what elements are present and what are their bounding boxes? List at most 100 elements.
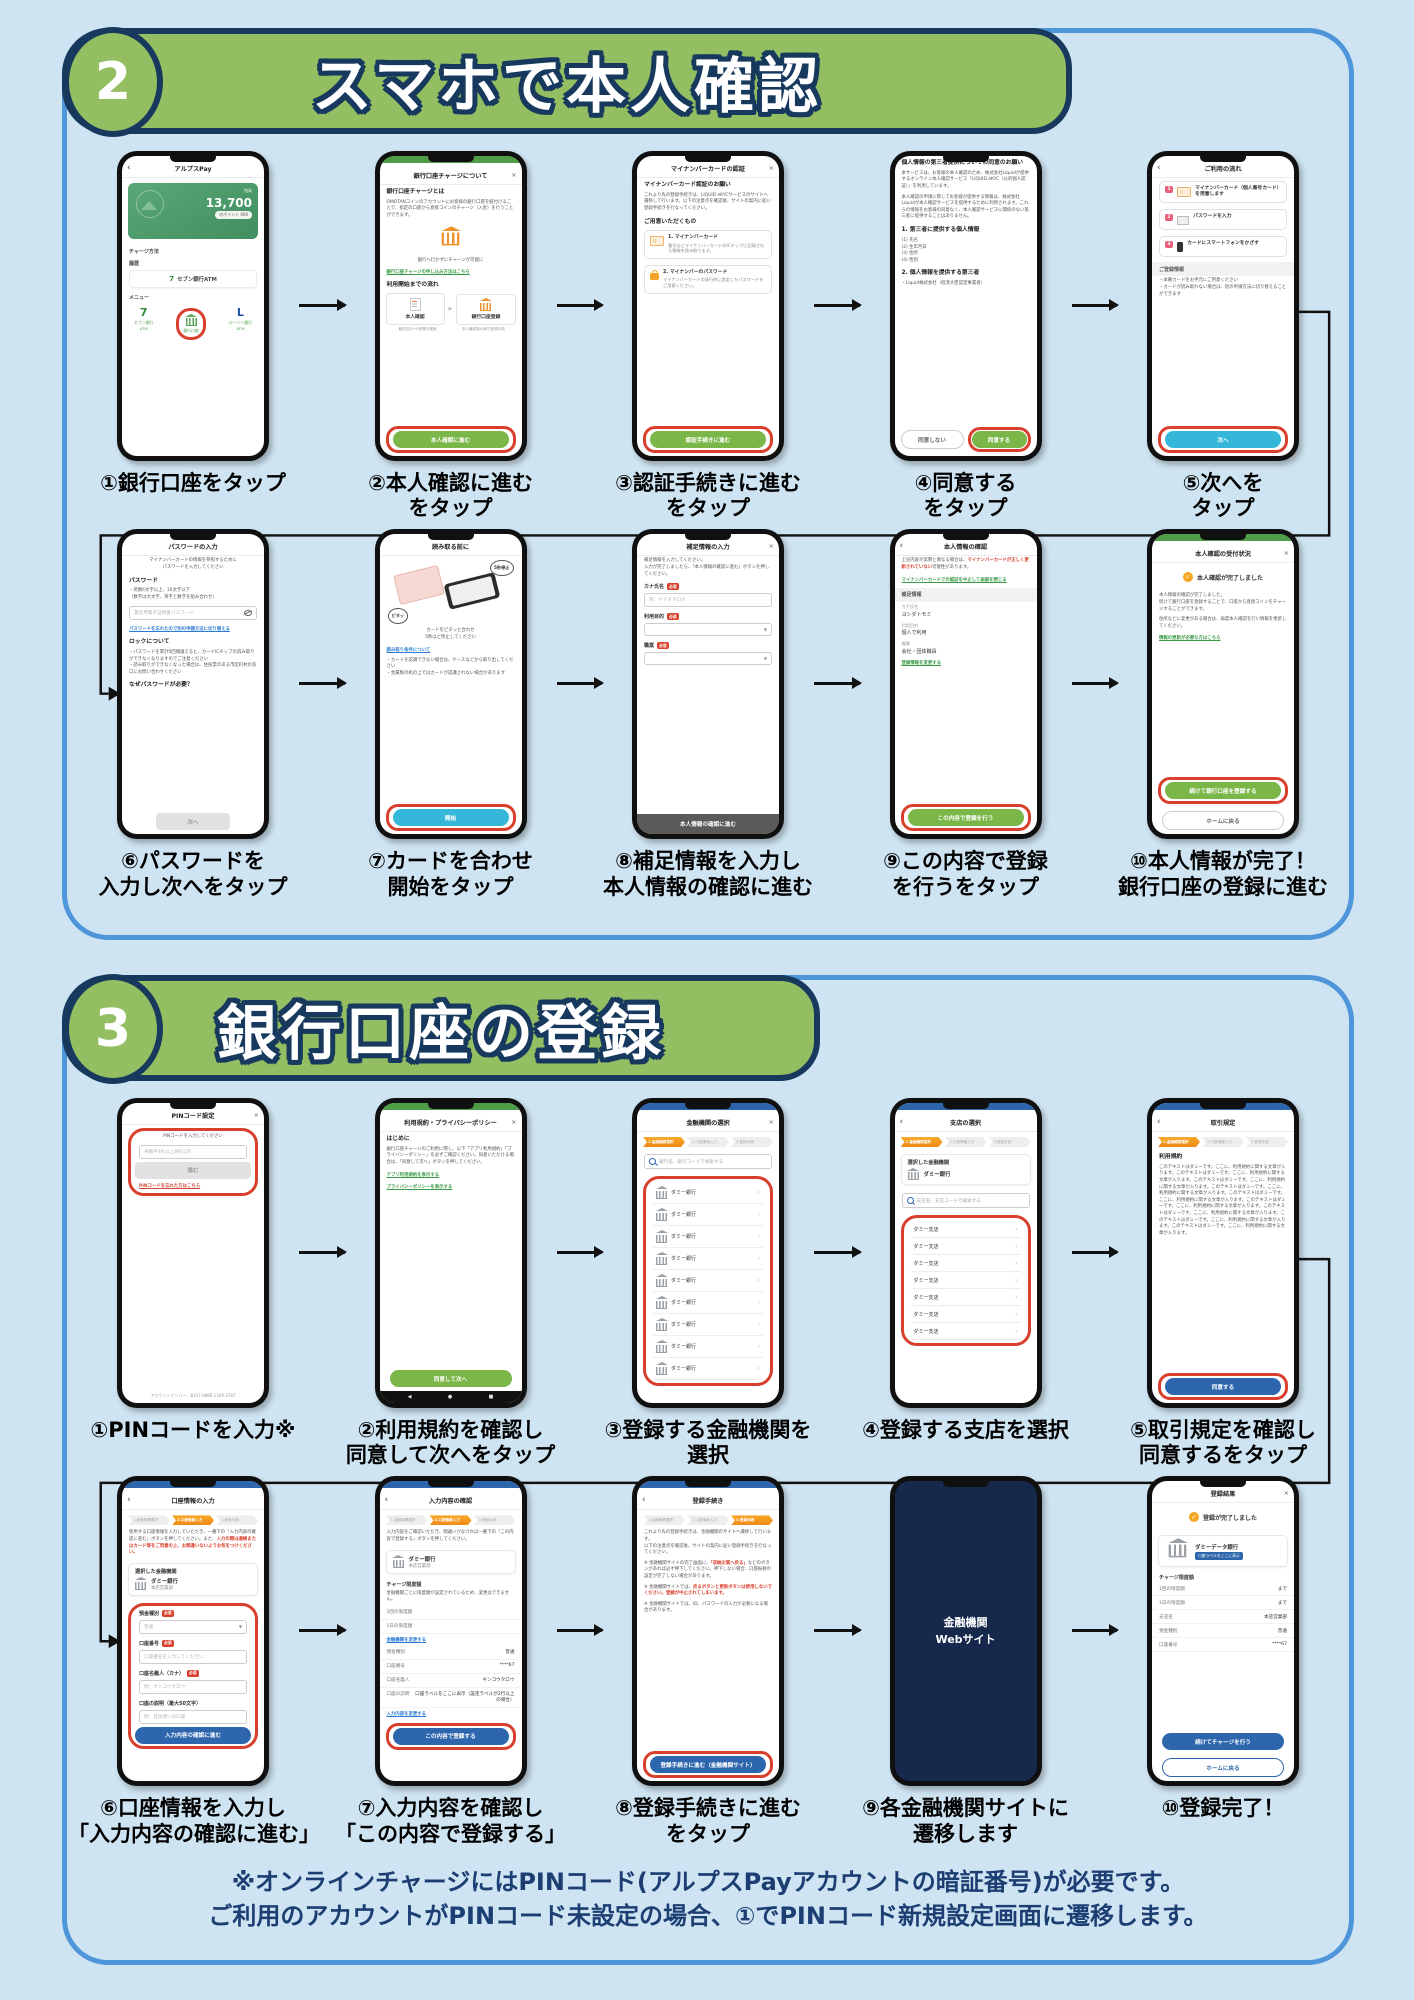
link[interactable]: 金融機関を変更する: [386, 1637, 427, 1643]
text-input[interactable]: 例：ギンコウタロウ: [139, 1679, 247, 1694]
back-icon[interactable]: ‹: [642, 1494, 646, 1505]
back-icon[interactable]: ‹: [899, 540, 904, 551]
bank-icon: [655, 1362, 668, 1375]
link[interactable]: マイナンバーカードでの認証を中止して画面を閉じる: [901, 577, 1007, 583]
link[interactable]: 読み取り条件について: [386, 647, 431, 653]
decline-button[interactable]: 同意しない: [900, 430, 964, 449]
search-input[interactable]: 支店名、支店コードで検索する: [901, 1193, 1030, 1208]
list-item[interactable]: ダミー支店›: [910, 1255, 1021, 1272]
back-icon[interactable]: ‹: [127, 1494, 131, 1505]
flow-arrow: [1071, 1624, 1119, 1637]
link[interactable]: 情報の更新が必要な方はこちら: [1159, 636, 1221, 642]
link[interactable]: PINコードを忘れた方はこちら: [139, 1183, 201, 1189]
bank-row: ダミー銀行本店営業部: [134, 1577, 251, 1591]
list-item[interactable]: ダミー銀行›: [653, 1336, 763, 1358]
link[interactable]: プライバシーポリシーを表示する: [386, 1184, 453, 1190]
button[interactable]: 同意して次へ: [389, 1370, 512, 1387]
link[interactable]: 登録情報を変更する: [901, 661, 942, 667]
nav-back-icon[interactable]: ◀: [407, 1394, 412, 1400]
select-input[interactable]: ▼: [644, 623, 772, 637]
select-input[interactable]: 普通▼: [139, 1619, 247, 1634]
link[interactable]: 銀行口座チャージの申し込み方法はこちら: [386, 270, 470, 276]
nav-home-icon[interactable]: ●: [447, 1394, 453, 1400]
list-item[interactable]: ダミー支店›: [910, 1323, 1021, 1340]
link[interactable]: パスワードを忘れたので別の申請方法に切り替える: [129, 627, 230, 633]
button[interactable]: 続けてチャージを行う: [1162, 1733, 1284, 1751]
button[interactable]: 本人情報の確認に進む: [637, 814, 779, 835]
button[interactable]: ホームに戻る: [1162, 811, 1284, 831]
bank-icon: [907, 1167, 919, 1180]
close-icon[interactable]: ×: [511, 170, 517, 179]
required-badge: 必須: [667, 613, 679, 621]
back-icon[interactable]: ‹: [1157, 1116, 1161, 1127]
mynumber-card: [392, 565, 445, 606]
text-input[interactable]: 英数字4桁以上8桁以内: [139, 1144, 247, 1159]
list-item[interactable]: ダミー銀行›: [653, 1248, 763, 1270]
button[interactable]: 続けて銀行口座を登録する: [1165, 782, 1281, 800]
highlight-circle: ダミー銀行›ダミー銀行›ダミー銀行›ダミー銀行›ダミー銀行›ダミー銀行›ダミー銀…: [643, 1176, 773, 1386]
phone-screen: マイナンバーカードの認証×マイナンバーカード認証のお願いこれより先の登録手続きは…: [637, 156, 779, 456]
link[interactable]: 入力内容を変更する: [386, 1711, 427, 1717]
button[interactable]: 同意する: [1165, 1378, 1281, 1395]
search-input[interactable]: 銀行名、銀行コードで検索する: [644, 1154, 772, 1169]
link[interactable]: アプリ利用規約を表示する: [386, 1172, 440, 1178]
button[interactable]: 入力内容の確認に進む: [135, 1726, 251, 1744]
step-caption: ⑤取引規定を確認し 同意するをタップ: [1130, 1418, 1316, 1468]
text-input[interactable]: 署名用電子証明書パスワード: [129, 605, 257, 621]
back-icon[interactable]: ‹: [127, 162, 131, 173]
close-icon[interactable]: ×: [1283, 1488, 1289, 1497]
bank-icon: [655, 1340, 668, 1353]
button[interactable]: 登録手続きに進む（金融機関サイト）: [650, 1756, 766, 1774]
phone-notch: [170, 1103, 216, 1109]
button[interactable]: 本人確認に進む: [392, 431, 509, 448]
close-icon[interactable]: ×: [768, 541, 774, 550]
button[interactable]: 開始: [392, 809, 509, 827]
text-input[interactable]: 口座番号を入力してください: [139, 1649, 247, 1664]
list-item[interactable]: ダミー銀行›: [653, 1358, 763, 1380]
button[interactable]: 進む: [135, 1161, 251, 1179]
text-input[interactable]: 例：普段使いの口座: [139, 1709, 247, 1724]
list-item[interactable]: ダミー銀行›: [653, 1182, 763, 1204]
list-item[interactable]: ダミー銀行›: [653, 1226, 763, 1248]
select-input[interactable]: ▼: [644, 652, 772, 666]
back-icon[interactable]: ‹: [899, 1116, 904, 1127]
list-item[interactable]: ダミー支店›: [910, 1289, 1021, 1306]
phone-mockup: 金融機関 Webサイト: [889, 1476, 1042, 1787]
section-number-badge: 2: [63, 27, 163, 137]
button[interactable]: この内容で登録を行う: [907, 809, 1024, 827]
menu-item[interactable]: 銀行口座: [180, 312, 202, 336]
nav-recent-icon[interactable]: ■: [488, 1394, 494, 1400]
agree-button[interactable]: 同意する: [971, 431, 1027, 448]
button[interactable]: 次へ: [1165, 431, 1281, 448]
list-item[interactable]: ダミー支店›: [910, 1221, 1021, 1238]
button[interactable]: 認証手続きに進む: [650, 431, 766, 448]
detail-row: 利用目的個人で利用: [895, 620, 1037, 639]
text-input[interactable]: 例：ヤマダタロウ: [644, 593, 772, 608]
close-icon[interactable]: ×: [768, 1117, 774, 1126]
list-item[interactable]: ダミー支店›: [910, 1272, 1021, 1289]
close-icon[interactable]: ×: [1283, 548, 1289, 557]
back-icon[interactable]: ‹: [1157, 162, 1161, 173]
list-item[interactable]: ダミー銀行›: [653, 1204, 763, 1226]
phone-mockup: ‹本人情報の確認上記内容が実際と異なる場合は、マイナンバーカードが正しく更新され…: [889, 529, 1042, 840]
list-item[interactable]: ダミー銀行›: [653, 1292, 763, 1314]
close-icon[interactable]: ×: [511, 1117, 517, 1126]
button[interactable]: この内容で登録する: [392, 1727, 509, 1745]
button[interactable]: 次へ: [156, 813, 230, 831]
list-item[interactable]: ダミー支店›: [910, 1306, 1021, 1323]
body-text: OMOTANコインのアカウントにお客様の銀行口座を紐付けることで、指定の口座から…: [386, 199, 514, 219]
close-icon[interactable]: ×: [768, 163, 774, 172]
list-item[interactable]: ダミー銀行›: [653, 1314, 763, 1336]
close-icon[interactable]: ×: [253, 1110, 259, 1119]
button[interactable]: ホームに戻る: [1162, 1758, 1284, 1778]
back-icon[interactable]: ‹: [384, 1494, 389, 1505]
list-item[interactable]: ダミー支店›: [910, 1238, 1021, 1255]
list-item[interactable]: ダミー銀行›: [653, 1270, 763, 1292]
